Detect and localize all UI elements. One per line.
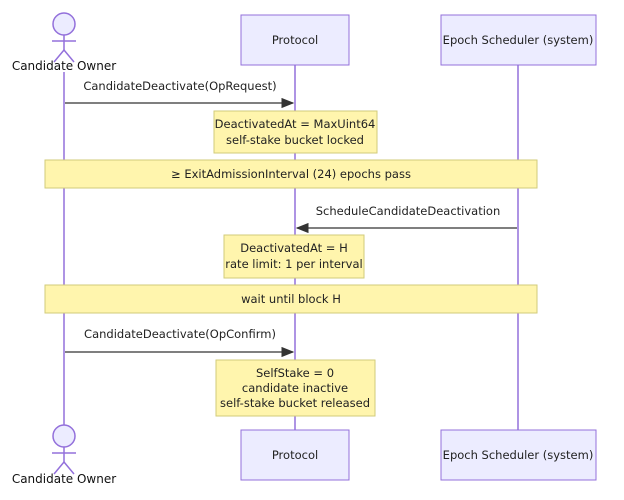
actor-head-icon	[52, 424, 76, 448]
message-schedule-candidate-deactivation: ScheduleCandidateDeactivation	[295, 204, 517, 234]
note-line: SelfStake = 0	[256, 366, 334, 380]
actor-label: Candidate Owner	[12, 472, 116, 486]
note-line: self-stake bucket locked	[226, 133, 364, 147]
actor-head-icon	[52, 12, 76, 36]
note-deactivated-h: DeactivatedAt = H rate limit: 1 per inte…	[223, 234, 365, 279]
message-label: ScheduleCandidateDeactivation	[316, 204, 501, 218]
actor-label: Candidate Owner	[12, 59, 116, 73]
participant-protocol-top: Protocol	[240, 14, 350, 66]
participant-label: Epoch Scheduler (system)	[443, 448, 594, 462]
message-candidate-deactivate-request: CandidateDeactivate(OpRequest)	[65, 79, 295, 109]
note-deactivated-maxuint: DeactivatedAt = MaxUint64 self-stake buc…	[213, 110, 378, 154]
note-line: DeactivatedAt = MaxUint64	[215, 117, 376, 131]
participant-label: Epoch Scheduler (system)	[443, 33, 594, 47]
note-line: DeactivatedAt = H	[240, 241, 348, 255]
participant-epoch-scheduler-top: Epoch Scheduler (system)	[440, 14, 597, 66]
actor-candidate-owner-top: Candidate Owner	[12, 12, 116, 73]
participant-epoch-scheduler-bottom: Epoch Scheduler (system)	[440, 429, 597, 481]
note-selfstake-zero: SelfStake = 0 candidate inactive self-st…	[215, 359, 376, 417]
participant-label: Protocol	[272, 33, 318, 47]
participant-protocol-bottom: Protocol	[240, 429, 350, 481]
actor-candidate-owner-bottom: Candidate Owner	[12, 424, 116, 486]
note-line: candidate inactive	[242, 381, 348, 395]
note-line: self-stake bucket released	[220, 396, 370, 410]
message-label: CandidateDeactivate(OpRequest)	[83, 79, 276, 93]
participant-label: Protocol	[272, 448, 318, 462]
message-candidate-deactivate-confirm: CandidateDeactivate(OpConfirm)	[65, 327, 295, 358]
note-wait-until-block: wait until block H	[44, 284, 538, 314]
note-exit-admission-interval: ≥ ExitAdmissionInterval (24) epochs pass	[44, 159, 538, 189]
note-line: rate limit: 1 per interval	[225, 257, 362, 271]
message-label: CandidateDeactivate(OpConfirm)	[84, 327, 276, 341]
note-line: wait until block H	[241, 292, 341, 306]
note-line: ≥ ExitAdmissionInterval (24) epochs pass	[171, 167, 411, 181]
